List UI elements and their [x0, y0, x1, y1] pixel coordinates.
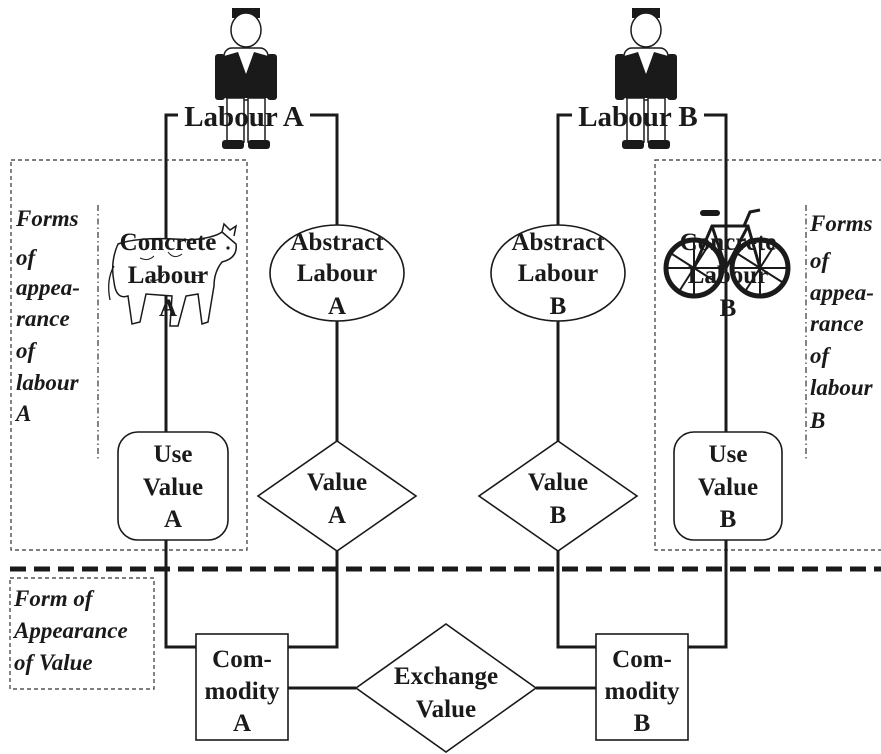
- form-of-value-line-1: Form of: [13, 586, 95, 611]
- value-a-node: Value A: [256, 440, 418, 552]
- commodity-b-node: Com- modity B: [595, 633, 689, 741]
- forms-b-line-4: rance: [810, 311, 864, 336]
- form-of-value-line-3: of Value: [14, 650, 93, 675]
- concrete-labour-b-line-2: Labour: [688, 262, 769, 289]
- region-form-of-appearance-of-value: [9, 577, 155, 690]
- commodity-a-line-3: A: [233, 710, 251, 737]
- forms-a-line-5: of: [16, 338, 38, 363]
- commodity-a-line-2: modity: [205, 678, 281, 705]
- forms-a-line-7: A: [14, 401, 31, 426]
- worker-a-icon: [215, 8, 277, 149]
- forms-a-line-1: Forms: [15, 206, 79, 231]
- concrete-labour-b-line-3: B: [720, 295, 737, 322]
- worker-b-icon: [615, 8, 677, 149]
- value-a-line-2: A: [328, 502, 346, 529]
- abstract-labour-b-line-1: Abstract: [511, 229, 605, 256]
- region-forms-of-appearance-b: [654, 159, 881, 551]
- forms-of-appearance-b-label: Forms of appea- rance of labour B: [809, 211, 874, 433]
- forms-b-line-3: appea-: [810, 280, 874, 305]
- commodity-a-node: Com- modity A: [195, 633, 289, 741]
- abstract-labour-a-line-2: Labour: [297, 260, 378, 287]
- forms-a-line-3: appea-: [16, 275, 80, 300]
- abstract-labour-b-node: Abstract Labour B: [490, 224, 626, 322]
- forms-of-appearance-a-label: Forms of appea- rance of labour A: [14, 206, 80, 426]
- concrete-labour-a-line-3: A: [159, 295, 177, 322]
- labour-a-label: Labour A: [184, 101, 304, 133]
- commodity-a-line-1: Com-: [212, 646, 272, 673]
- concrete-labour-a-line-1: Concrete: [120, 229, 217, 256]
- concrete-labour-b-line-1: Concrete: [680, 229, 777, 256]
- value-b-line-2: B: [550, 502, 567, 529]
- use-value-a-line-2: Value: [143, 474, 203, 501]
- abstract-labour-b-line-3: B: [550, 293, 567, 320]
- value-a-line-1: Value: [307, 469, 367, 496]
- forms-b-line-7: B: [809, 408, 825, 433]
- use-value-a-line-3: A: [164, 506, 182, 533]
- forms-b-line-5: of: [810, 343, 832, 368]
- bicycle-icon: [663, 208, 791, 299]
- form-of-appearance-of-value-label: Form of Appearance of Value: [12, 586, 128, 675]
- commodity-b-line-2: modity: [605, 678, 681, 705]
- connectors-labour-a: [164, 113, 339, 649]
- commodity-b-line-3: B: [634, 710, 651, 737]
- form-of-value-line-2: Appearance: [12, 618, 128, 643]
- forms-a-line-6: labour: [16, 370, 80, 395]
- region-forms-of-appearance-a: [10, 159, 248, 551]
- forms-b-line-1: Forms: [809, 211, 873, 236]
- abstract-labour-b-line-2: Labour: [518, 260, 599, 287]
- use-value-b-line-1: Use: [709, 441, 748, 468]
- abstract-labour-a-node: Abstract Labour A: [269, 224, 405, 322]
- use-value-a-node: Use Value A: [117, 431, 229, 541]
- connectors-labour-b: [556, 113, 728, 649]
- concrete-labour-a-line-2: Labour: [128, 262, 209, 289]
- value-b-node: Value B: [477, 440, 639, 552]
- commodity-b-line-1: Com-: [612, 646, 672, 673]
- use-value-b-node: Use Value B: [673, 431, 783, 541]
- abstract-labour-a-line-1: Abstract: [290, 229, 384, 256]
- use-value-a-line-1: Use: [154, 441, 193, 468]
- exchange-value-line-2: Value: [416, 696, 476, 723]
- use-value-b-line-2: Value: [698, 474, 758, 501]
- value-b-line-1: Value: [528, 469, 588, 496]
- forms-b-line-6: labour: [810, 375, 874, 400]
- exchange-value-node: Exchange Value: [354, 623, 538, 753]
- cow-icon: [108, 222, 238, 327]
- forms-a-line-2: of: [16, 245, 38, 270]
- exchange-value-line-1: Exchange: [394, 663, 498, 690]
- use-value-b-line-3: B: [720, 506, 737, 533]
- labour-b-label: Labour B: [578, 101, 698, 133]
- abstract-labour-a-line-3: A: [328, 293, 346, 320]
- forms-b-line-2: of: [810, 248, 832, 273]
- forms-a-line-4: rance: [16, 306, 70, 331]
